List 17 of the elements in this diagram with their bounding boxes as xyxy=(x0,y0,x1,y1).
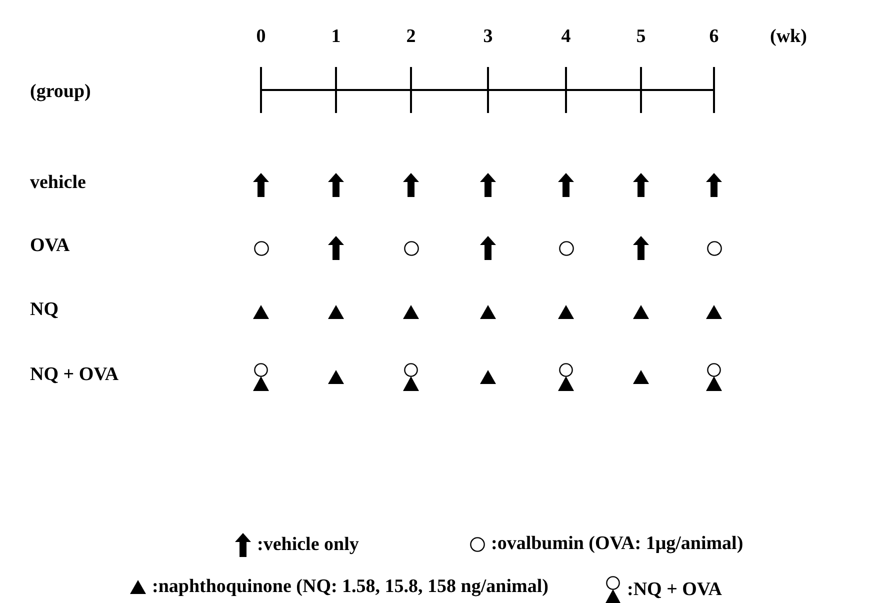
week-number: 2 xyxy=(406,27,416,46)
week-number: 5 xyxy=(636,27,646,46)
legend-text: :ovalbumin (OVA: 1μg/animal) xyxy=(491,533,744,555)
week-number: 1 xyxy=(331,27,341,46)
column-heading: (group) xyxy=(30,82,91,101)
week-number: 4 xyxy=(561,27,571,46)
week-number: 6 xyxy=(709,27,719,46)
week-number: 3 xyxy=(483,27,493,46)
week-number: 0 xyxy=(256,27,266,46)
legend-text: :NQ + OVA xyxy=(627,579,722,601)
group-label: OVA xyxy=(30,236,70,255)
group-label: NQ xyxy=(30,300,58,319)
group-label: NQ + OVA xyxy=(30,365,119,384)
legend-text: :naphthoquinone (NQ: 1.58, 15.8, 158 ng/animal) xyxy=(152,576,548,598)
group-label: vehicle xyxy=(30,173,86,192)
unit-label: (wk) xyxy=(770,27,807,46)
legend-text: :vehicle only xyxy=(257,534,359,556)
